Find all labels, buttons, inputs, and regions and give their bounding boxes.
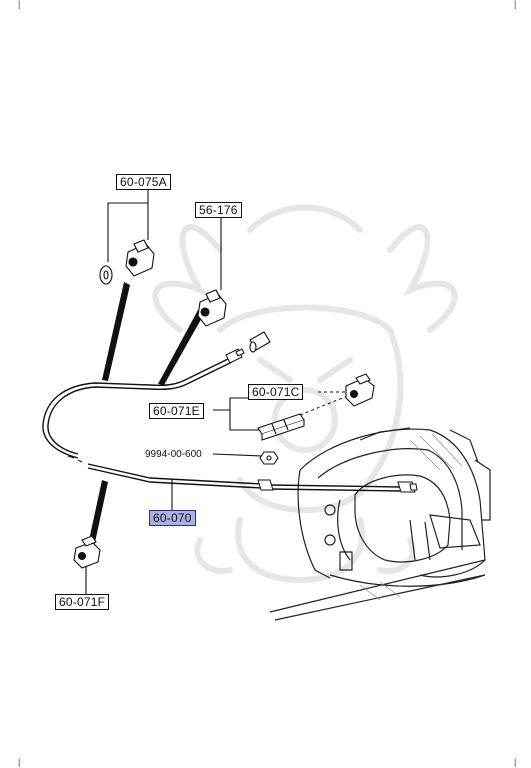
clip-part-c	[345, 373, 375, 407]
clip-part-b	[197, 289, 227, 327]
clip-part-f	[73, 535, 101, 569]
callout-56-176[interactable]: 56-176	[195, 202, 242, 218]
cable-end-fitting	[225, 348, 418, 493]
speedometer-cable	[42, 357, 401, 492]
part-number-label: 9994-00-600	[145, 449, 202, 460]
corner-tick-top-left: |	[18, 0, 21, 9]
corner-tick-top-right: |	[514, 0, 517, 9]
bracket-part-e	[257, 413, 305, 441]
watermark-emblem	[152, 204, 458, 584]
panel-hatching	[359, 433, 463, 601]
callout-60-071E[interactable]: 60-071E	[149, 403, 204, 419]
nut-part	[259, 451, 279, 465]
callout-60-075A[interactable]: 60-075A	[116, 174, 171, 190]
cable-end-dashes	[67, 455, 83, 463]
sleeve-part	[249, 331, 271, 353]
callout-60-071C[interactable]: 60-071C	[248, 384, 304, 400]
corner-tick-bottom-right: |	[514, 757, 517, 767]
instrument-panel	[269, 427, 491, 621]
clip-part-a	[125, 239, 155, 277]
callout-60-071F[interactable]: 60-071F	[55, 594, 110, 610]
corner-tick-bottom-left: |	[18, 757, 21, 767]
leader-wedges	[88, 282, 204, 547]
washer-part	[99, 265, 113, 285]
callout-60-070[interactable]: 60-070	[149, 510, 196, 526]
dashed-leaders	[299, 391, 351, 416]
